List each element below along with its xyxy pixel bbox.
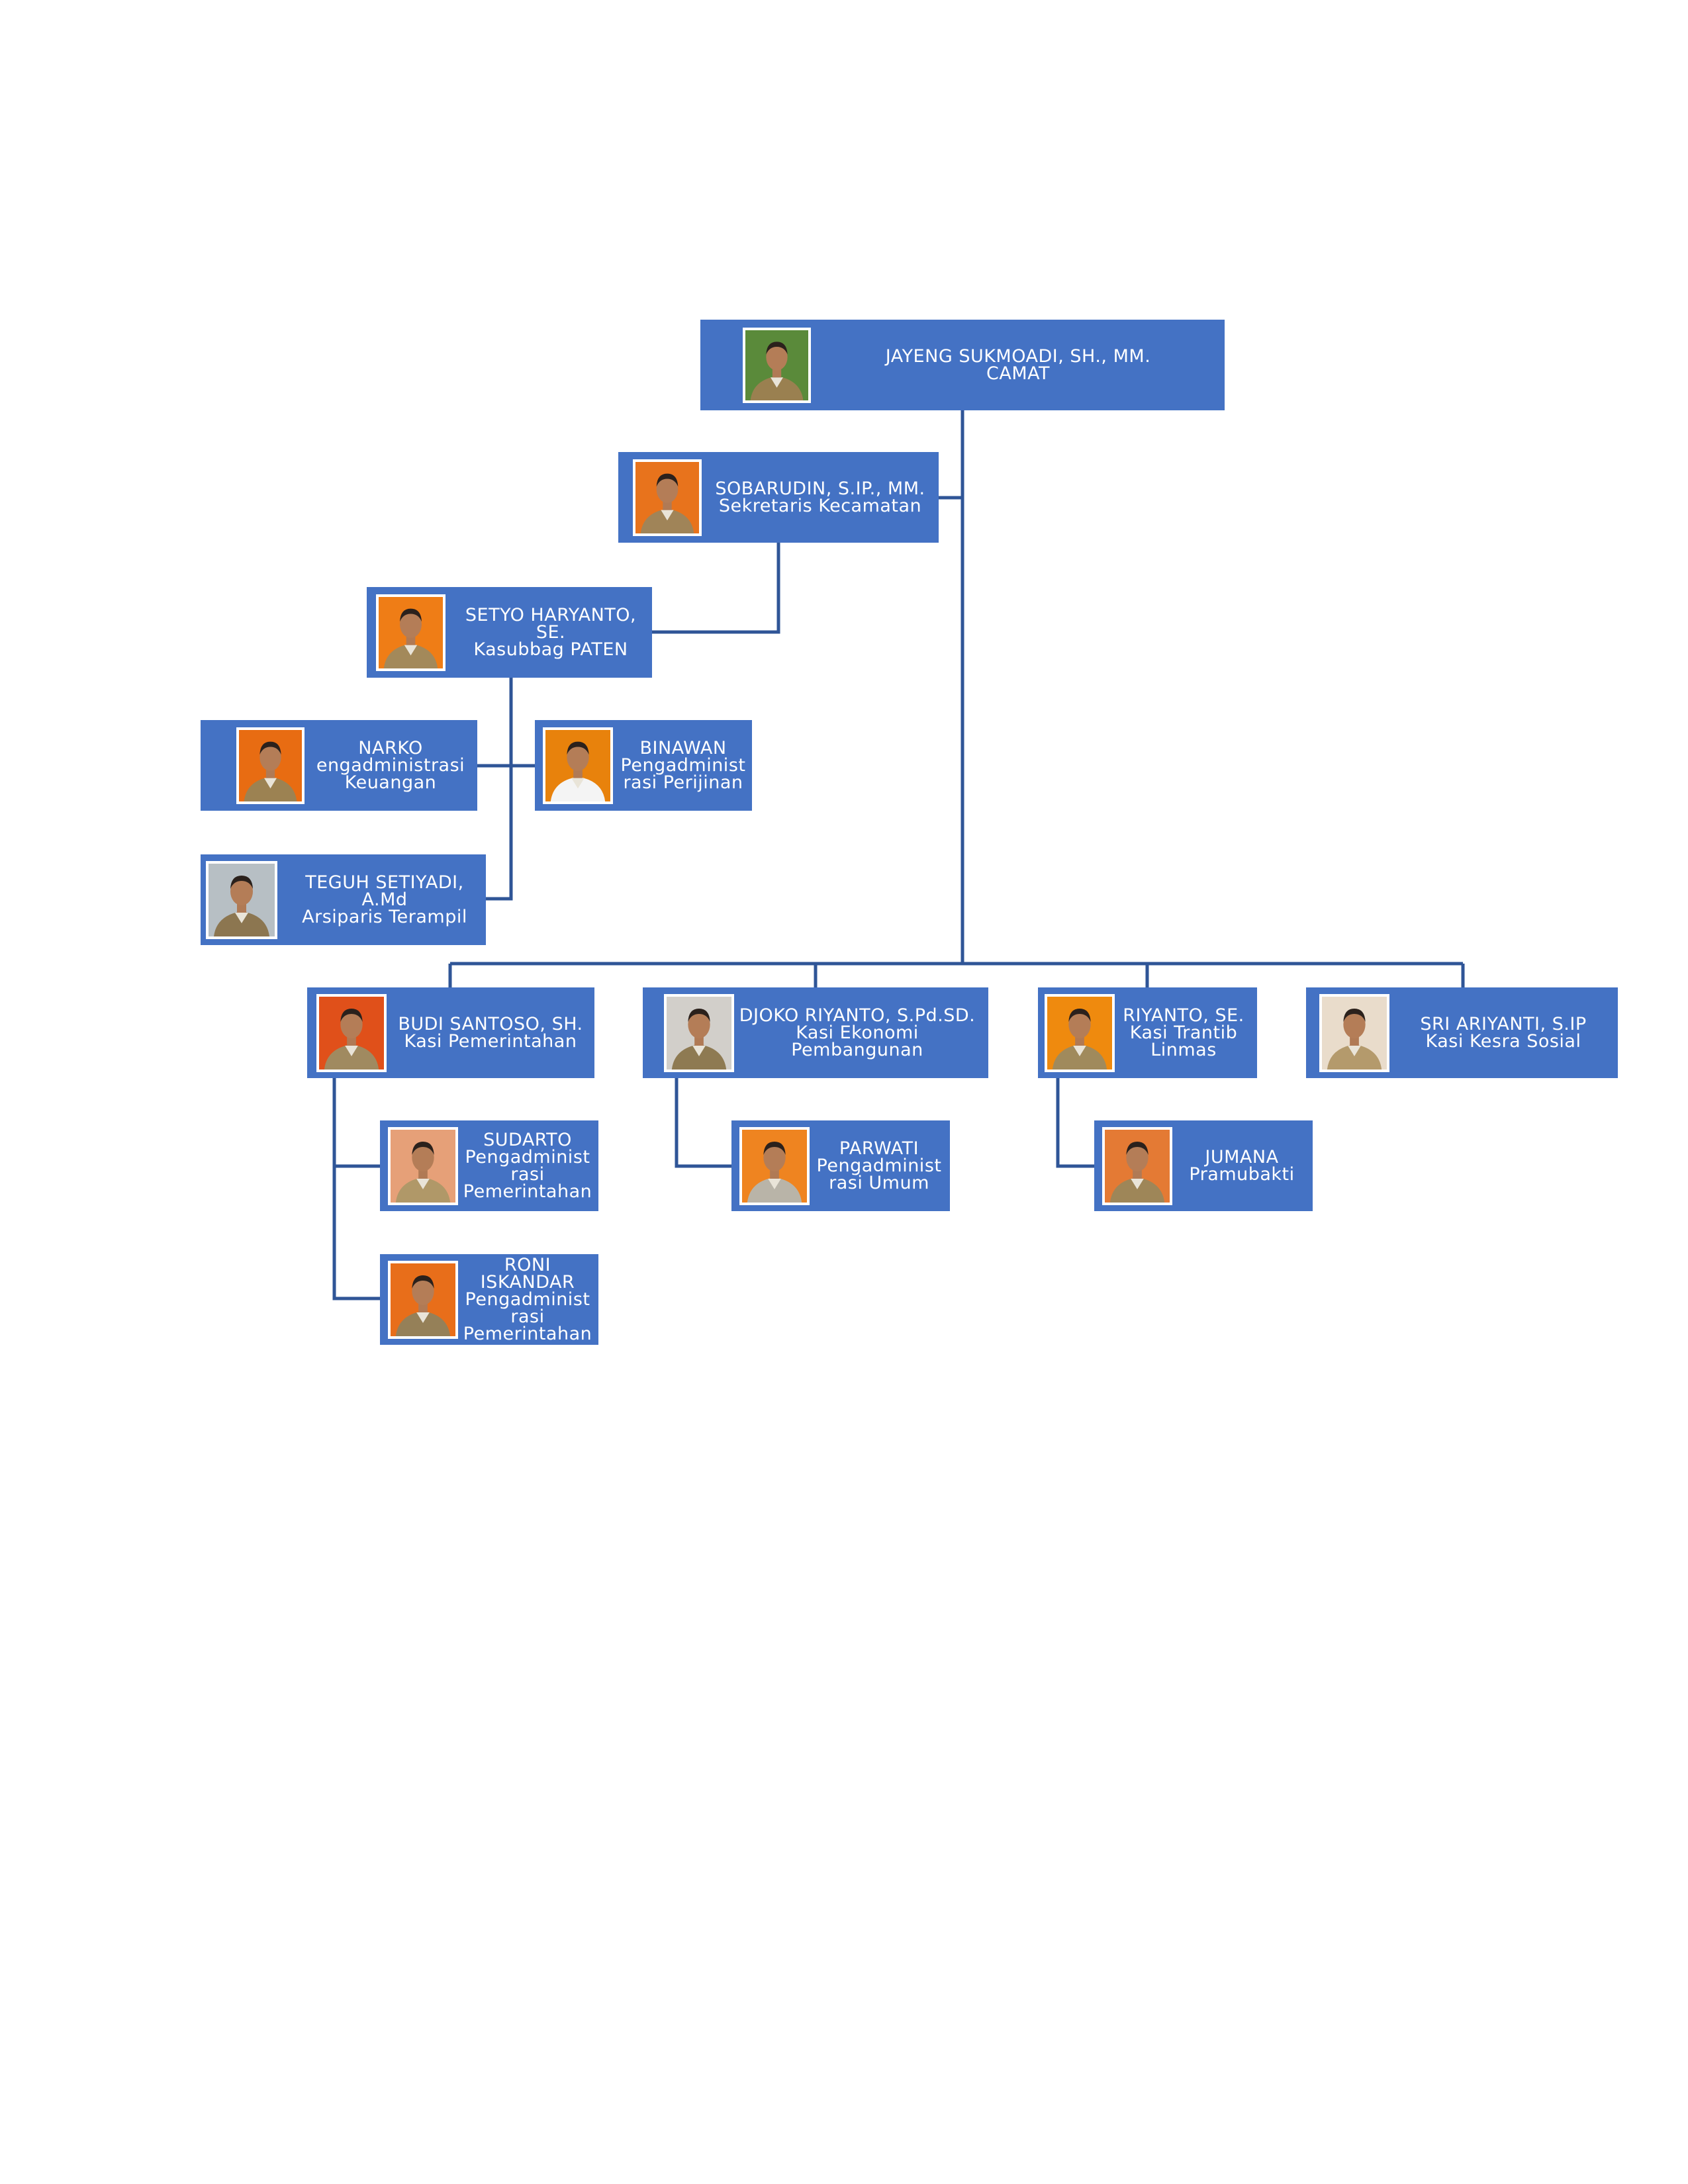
portrait-icon [388,1261,458,1339]
person-position: Sekretaris Kecamatan [718,495,922,516]
person-position: Pengadminist [465,1289,590,1310]
person-position: rasi Umum [829,1172,929,1193]
org-box-text: JAYENG SUKMOADI, SH., MM.CAMAT [820,320,1217,410]
person-position: Keuangan [344,772,437,793]
person-position: rasi Perijinan [623,772,743,793]
person-position: rasi [510,1163,545,1185]
person-position: Pemerintahan [463,1181,592,1202]
person-name: RIYANTO, SE. [1123,1005,1244,1026]
person-name: JAYENG SUKMOADI, SH., MM. [885,345,1151,367]
org-box-text: SETYO HARYANTO,SE.Kasubbag PATEN [451,587,650,678]
person-position: Pengadminist [816,1155,942,1176]
person-position: Kasi Trantib [1129,1022,1238,1043]
person-name: DJOKO RIYANTO, S.Pd.SD. [739,1005,976,1026]
person-position: Linmas [1150,1039,1217,1060]
person-position: Pembangunan [791,1039,923,1060]
person-name: SUDARTO [483,1129,572,1150]
org-box-kasubbag-paten: SETYO HARYANTO,SE.Kasubbag PATEN [367,587,652,678]
person-position: ISKANDAR [480,1271,575,1293]
portrait-icon [388,1127,458,1205]
person-position: Pengadminist [620,754,746,776]
portrait-icon [633,459,702,536]
person-name: RONI [504,1254,551,1275]
person-name: TEGUH SETIYADI, [305,872,464,893]
person-position: Pengadminist [465,1146,590,1167]
portrait-icon [236,727,305,804]
person-position: A.Md [361,889,408,910]
person-position: Kasi Pemerintahan [404,1030,577,1052]
person-name: JUMANA [1205,1146,1279,1167]
person-position: Kasi Ekonomi [796,1022,919,1043]
org-box-text: BUDI SANTOSO, SH.Kasi Pemerintahan [389,987,592,1078]
person-name: SETYO HARYANTO, [465,604,637,625]
org-box-sekcam: SOBARUDIN, S.IP., MM.Sekretaris Kecamata… [618,452,939,543]
portrait-icon [1045,994,1115,1072]
person-position: Arsiparis Terampil [302,906,467,927]
person-position: rasi [510,1306,545,1327]
portrait-icon [316,994,387,1072]
person-position: CAMAT [986,363,1050,384]
connector-line-3 [652,543,780,634]
portrait-icon [1319,994,1389,1072]
connector-line-4 [486,678,513,901]
portrait-icon [376,594,445,671]
person-position: Kasi Kesra Sosial [1425,1030,1581,1052]
person-position: engadministrasi [316,754,465,776]
portrait-icon [664,994,734,1072]
portrait-icon [1102,1127,1172,1205]
person-position: Pramubakti [1189,1163,1295,1185]
person-name: SRI ARIYANTI, S.IP [1420,1013,1587,1034]
org-box-text: SOBARUDIN, S.IP., MM.Sekretaris Kecamata… [704,452,936,543]
portrait-icon [739,1127,810,1205]
person-name: NARKO [358,737,423,758]
portrait-icon [206,861,277,939]
connector-line-14 [1056,1078,1094,1168]
person-position: Kasubbag PATEN [473,639,628,660]
org-box-budi: BUDI SANTOSO, SH.Kasi Pemerintahan [307,987,594,1078]
connector-line-11 [332,1078,380,1300]
person-name: PARWATI [839,1138,919,1159]
portrait-icon [743,328,811,403]
person-name: BUDI SANTOSO, SH. [398,1013,583,1034]
person-name: BINAWAN [639,737,727,758]
connector-line-13 [675,1078,731,1168]
org-box-camat: JAYENG SUKMOADI, SH., MM.CAMAT [700,320,1225,410]
person-position: SE. [536,621,566,643]
person-position: Pemerintahan [463,1323,592,1344]
portrait-icon [543,727,613,804]
person-name: SOBARUDIN, S.IP., MM. [715,478,925,499]
